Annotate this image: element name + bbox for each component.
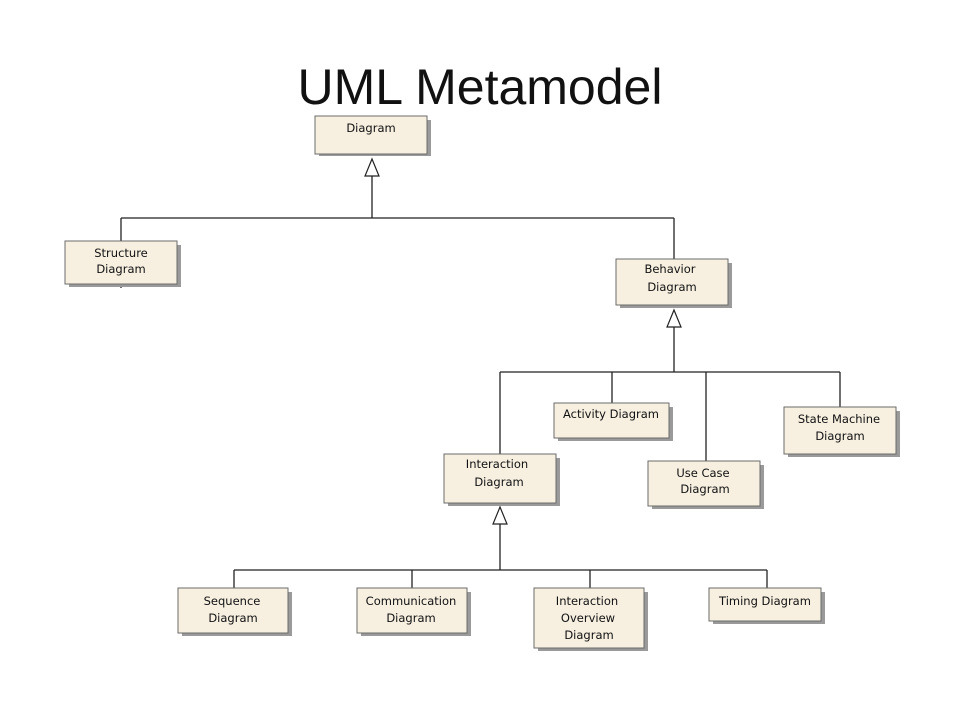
node-state-machine-label-line-1: State Machine bbox=[798, 412, 880, 426]
node-interaction-diagram[interactable]: Interaction Diagram bbox=[443, 453, 560, 506]
node-sequence-label-line-2: Diagram bbox=[208, 611, 257, 625]
node-sequence-diagram[interactable]: Sequence Diagram bbox=[177, 587, 292, 636]
node-structure-label-line-2: Diagram bbox=[96, 262, 145, 276]
node-behavior-diagram[interactable]: Behavior Diagram bbox=[615, 258, 732, 308]
node-interaction-overview-label-line-1: Interaction bbox=[556, 594, 618, 608]
node-interaction-overview-label-line-3: Diagram bbox=[564, 628, 613, 642]
generalization-arrow-diagram bbox=[364, 157, 380, 177]
node-timing-diagram[interactable]: Timing Diagram bbox=[708, 587, 825, 624]
node-communication-diagram[interactable]: Communication Diagram bbox=[356, 587, 471, 636]
node-interaction-label-line-2: Diagram bbox=[474, 475, 523, 489]
node-timing-label-line-1: Timing Diagram bbox=[718, 594, 811, 608]
node-communication-label-line-2: Diagram bbox=[386, 611, 435, 625]
node-structure-diagram[interactable]: Structure Diagram bbox=[64, 240, 181, 287]
connectors bbox=[120, 176, 841, 588]
node-use-case-label-line-1: Use Case bbox=[676, 466, 729, 480]
node-sequence-label-line-1: Sequence bbox=[204, 594, 261, 608]
node-activity-label-line-1: Activity Diagram bbox=[563, 407, 659, 421]
page-title: UML Metamodel bbox=[297, 59, 663, 115]
node-interaction-label-line-1: Interaction bbox=[466, 457, 528, 471]
node-state-machine-diagram[interactable]: State Machine Diagram bbox=[783, 406, 900, 457]
node-use-case-diagram[interactable]: Use Case Diagram bbox=[647, 460, 764, 509]
node-structure-label-line-1: Structure bbox=[94, 246, 148, 260]
generalization-arrow-interaction bbox=[492, 505, 508, 525]
node-interaction-overview-label-line-2: Overview bbox=[561, 611, 615, 625]
node-diagram[interactable]: Diagram bbox=[314, 115, 431, 156]
node-interaction-overview-diagram[interactable]: Interaction Overview Diagram bbox=[533, 587, 648, 651]
node-communication-label-line-1: Communication bbox=[366, 594, 457, 608]
node-use-case-label-line-2: Diagram bbox=[680, 482, 729, 496]
node-state-machine-label-line-2: Diagram bbox=[815, 429, 864, 443]
node-behavior-label-line-1: Behavior bbox=[644, 262, 695, 276]
node-diagram-label-line-1: Diagram bbox=[346, 121, 395, 135]
node-behavior-label-line-2: Diagram bbox=[647, 280, 696, 294]
generalization-arrow-behavior bbox=[666, 308, 682, 328]
node-activity-diagram[interactable]: Activity Diagram bbox=[553, 402, 673, 441]
